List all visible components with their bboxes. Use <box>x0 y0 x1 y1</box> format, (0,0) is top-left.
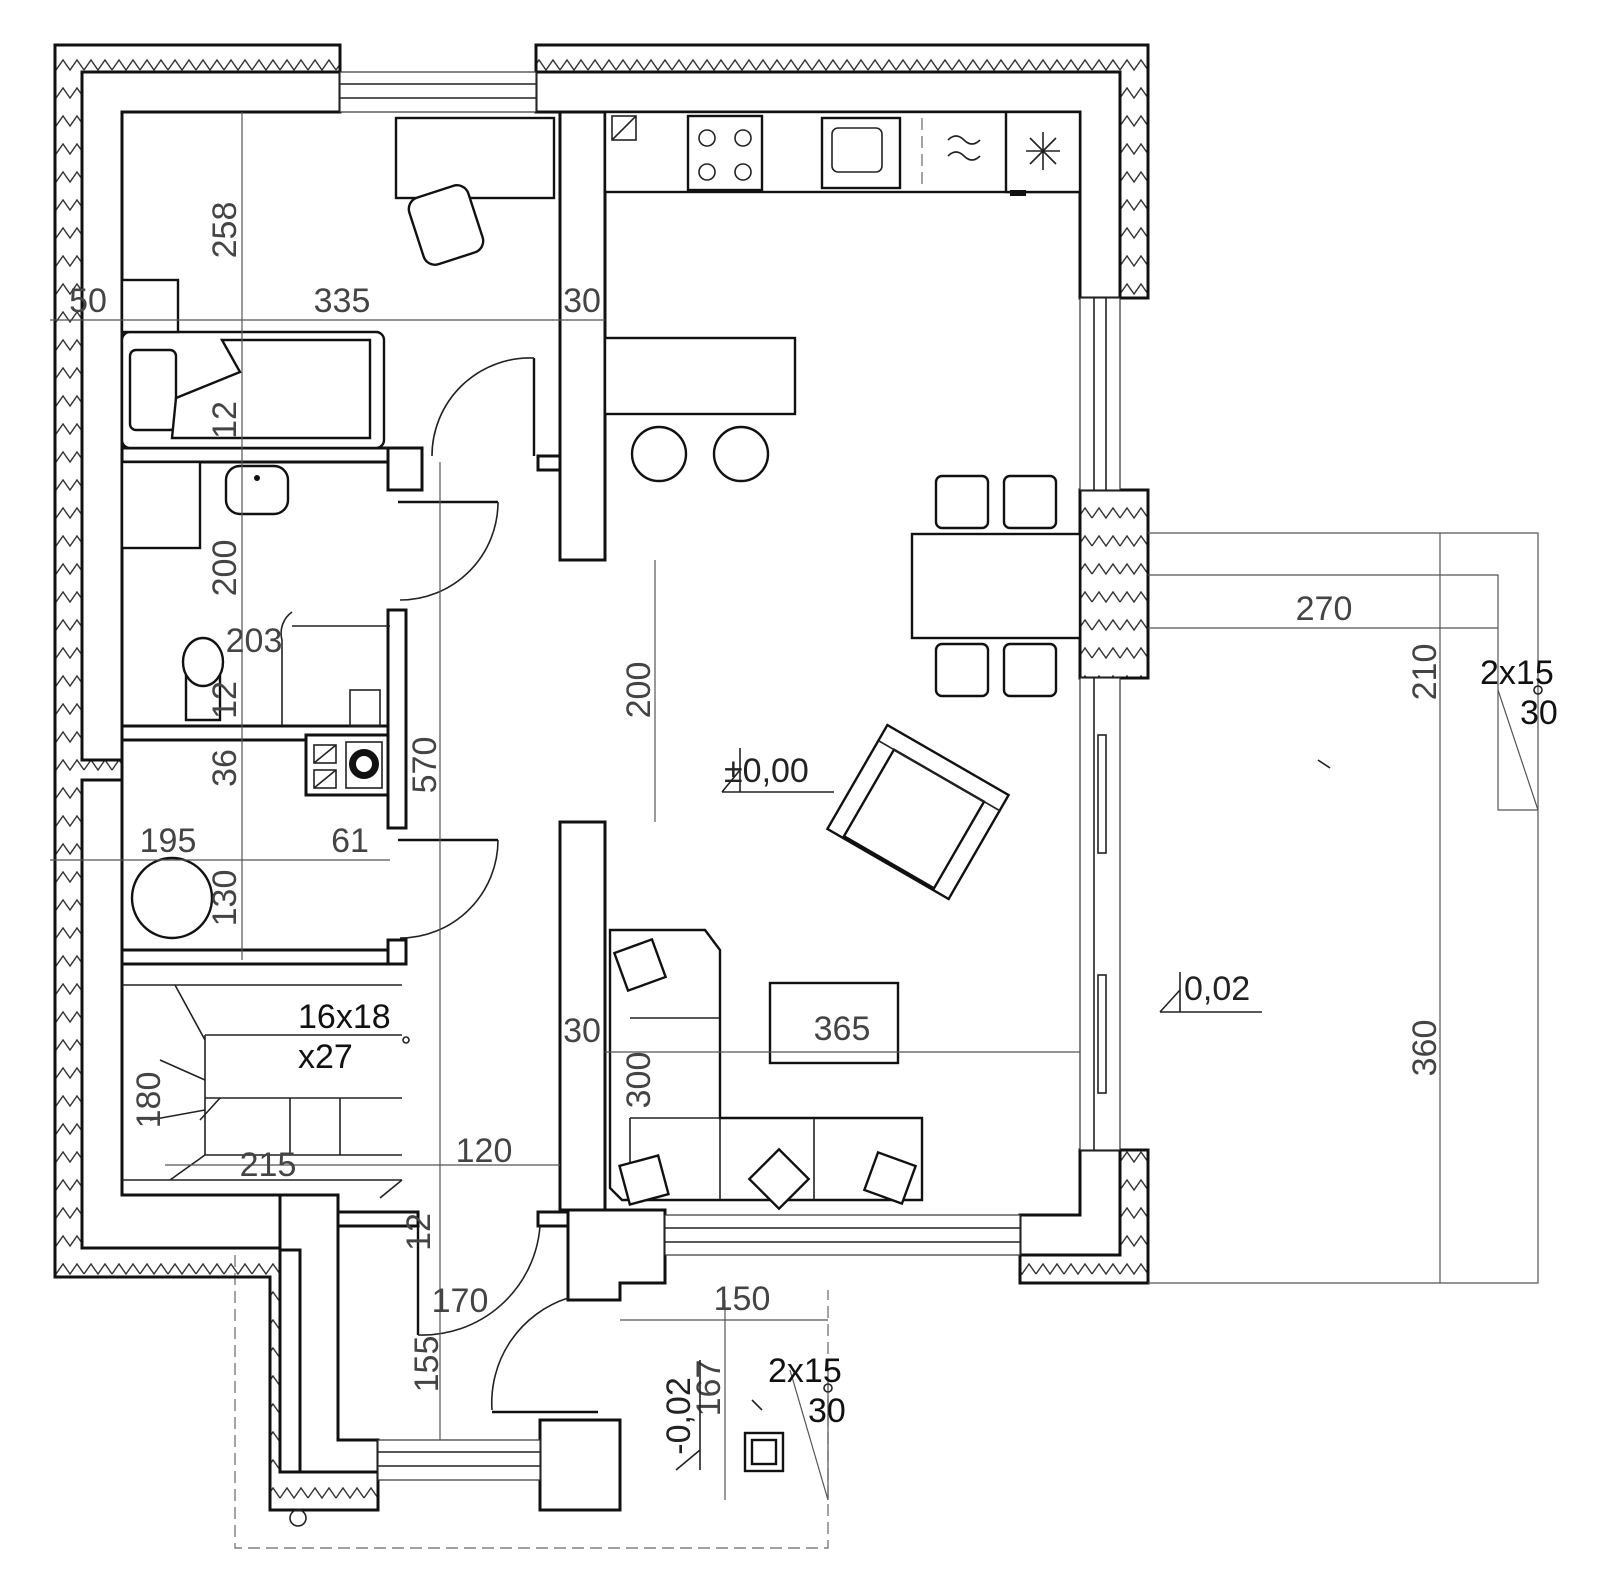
dim-200-bath: 200 <box>206 540 244 597</box>
level-main: ±0,00 <box>724 752 809 790</box>
desk <box>394 116 556 200</box>
bath-cabinet <box>120 460 202 550</box>
stairs <box>122 984 403 1199</box>
terrace <box>751 532 1539 1501</box>
dim-12-wc: 12 <box>206 681 244 719</box>
dim-130: 130 <box>206 870 244 927</box>
dim-335: 335 <box>314 282 371 320</box>
dim-270: 270 <box>1296 590 1353 628</box>
shower-mixer <box>349 689 381 727</box>
level-terrace: 0,02 <box>1184 970 1250 1008</box>
dim-570: 570 <box>406 737 444 794</box>
bar-stool-2 <box>712 425 770 483</box>
coffee-table <box>768 981 900 1065</box>
dim-50: 50 <box>69 282 107 320</box>
dimension-labels: 258 50 335 30 12 200 203 12 36 570 195 6… <box>69 202 1444 1417</box>
trash-bin <box>611 115 637 141</box>
windows <box>339 71 1121 1481</box>
terrace-step-line2: 30 <box>1520 694 1558 732</box>
dim-170: 170 <box>432 1282 489 1320</box>
exterior-walls <box>53 43 1150 1512</box>
dining-table <box>910 532 1082 640</box>
meter-box <box>743 1431 785 1473</box>
dim-12-hall: 12 <box>400 1213 438 1251</box>
dim-203: 203 <box>226 622 283 660</box>
dimension-lines <box>50 112 1498 1527</box>
dim-12-bed: 12 <box>206 401 244 439</box>
dim-300: 300 <box>620 1052 658 1109</box>
dim-30-mid: 30 <box>563 1012 601 1050</box>
level-entrance: -0,02 <box>660 1377 698 1455</box>
bar-stool-1 <box>630 425 688 483</box>
dim-180: 180 <box>130 1072 168 1129</box>
dim-61: 61 <box>331 822 369 860</box>
armchair <box>825 723 1011 901</box>
stair-spec-line2: x27 <box>298 1038 353 1076</box>
level-markers: ±0,00 0,02 -0,02 <box>660 748 1262 1471</box>
dishwasher-symbol <box>947 135 981 161</box>
dim-200-living: 200 <box>620 662 658 719</box>
dim-167: 167 <box>690 1360 728 1417</box>
interior-walls <box>120 110 607 1228</box>
dim-215: 215 <box>240 1146 297 1184</box>
dim-150: 150 <box>714 1280 771 1318</box>
chimney <box>304 733 390 797</box>
dim-155: 155 <box>408 1336 446 1393</box>
dim-36: 36 <box>206 749 244 787</box>
dim-365: 365 <box>814 1010 871 1048</box>
dim-120: 120 <box>456 1132 513 1170</box>
dim-210: 210 <box>1406 644 1444 701</box>
dim-30-top: 30 <box>563 282 601 320</box>
notes: 16x18 x27 2x15 30 2x15 30 <box>298 654 1558 1430</box>
terrace-step-line1: 2x15 <box>1480 654 1554 692</box>
stair-spec-line1: 16x18 <box>298 998 391 1036</box>
cooktop <box>686 114 764 192</box>
dim-360: 360 <box>1406 1020 1444 1077</box>
nightstand <box>120 278 180 334</box>
washbasin <box>224 464 290 516</box>
doors <box>280 357 598 1414</box>
dim-258: 258 <box>206 202 244 259</box>
breakfast-bar <box>603 336 797 416</box>
dim-195: 195 <box>140 822 197 860</box>
corner-sofa <box>608 928 924 1202</box>
entrance-step-line2: 30 <box>808 1392 846 1430</box>
office-chair <box>407 184 485 266</box>
boiler <box>130 856 214 940</box>
furniture <box>120 110 1082 1211</box>
